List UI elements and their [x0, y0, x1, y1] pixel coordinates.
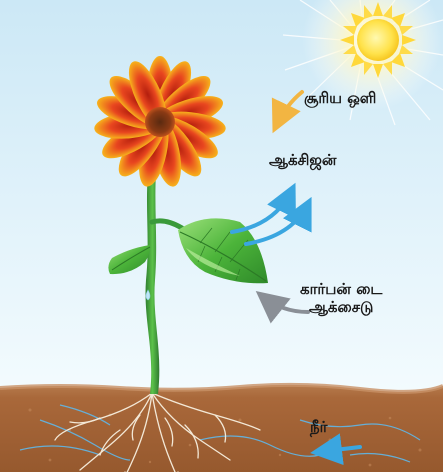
carbon-dioxide-label-line2: ஆக்சைடு — [300, 298, 382, 316]
carbon-dioxide-label-line1: கார்பன் டை — [300, 280, 382, 298]
sun-icon — [340, 2, 416, 78]
carbon-dioxide-label: கார்பன் டை ஆக்சைடு — [300, 280, 382, 316]
flower-center — [145, 107, 175, 137]
oxygen-label: ஆக்சிஜன் — [269, 151, 336, 169]
soil — [0, 385, 443, 472]
water-label: நீர் — [310, 418, 327, 436]
sunlight-label: சூரிய ஒளி — [304, 89, 376, 107]
